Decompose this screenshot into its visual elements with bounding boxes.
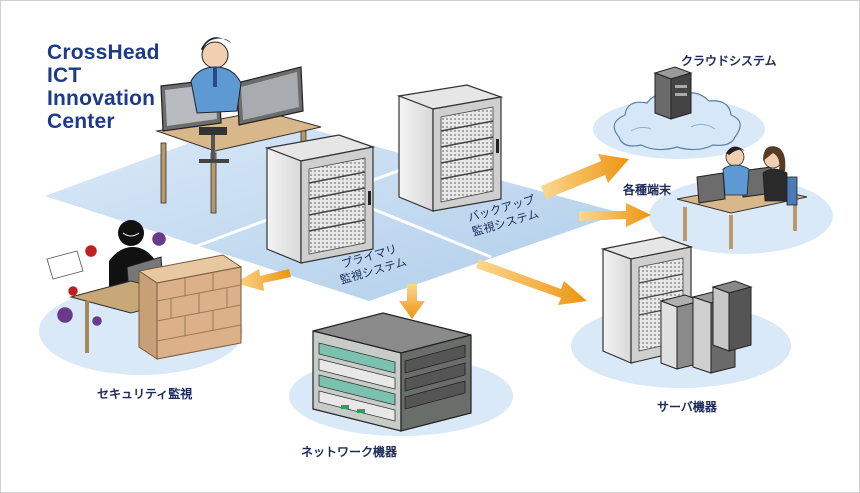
title-line-1: CrossHead — [47, 41, 160, 64]
virus-icons — [57, 232, 166, 326]
arrow-to-cloud — [541, 154, 629, 199]
backup-server-rack — [396, 84, 504, 212]
primary-server-rack — [264, 134, 376, 264]
arrow-to-security — [235, 269, 291, 291]
network-equipment-illustration — [312, 312, 472, 432]
security-monitoring-illustration — [46, 220, 243, 360]
cloud-system-illustration — [613, 66, 741, 151]
title-line-4: Center — [47, 110, 115, 133]
admin-workstation-illustration — [155, 37, 322, 214]
network-equipment-label: ネットワーク機器 — [301, 445, 398, 459]
arrow-to-network — [399, 284, 425, 319]
terminals-illustration — [676, 146, 808, 249]
arrow-to-terminals — [579, 203, 651, 227]
title-line-2: ICT — [47, 64, 82, 87]
server-equipment-illustration — [600, 236, 753, 374]
title-line-3: Innovation — [47, 87, 156, 110]
cloud-system-label: クラウドシステム — [681, 54, 777, 68]
terminals-label: 各種端末 — [623, 183, 672, 197]
network-front-slots — [318, 342, 396, 422]
servers-label: サーバ機器 — [657, 400, 717, 414]
security-monitoring-label: セキュリティ監視 — [97, 387, 193, 401]
center-title: CrossHead ICT Innovation Center — [47, 41, 160, 133]
arrow-to-servers — [476, 259, 587, 305]
